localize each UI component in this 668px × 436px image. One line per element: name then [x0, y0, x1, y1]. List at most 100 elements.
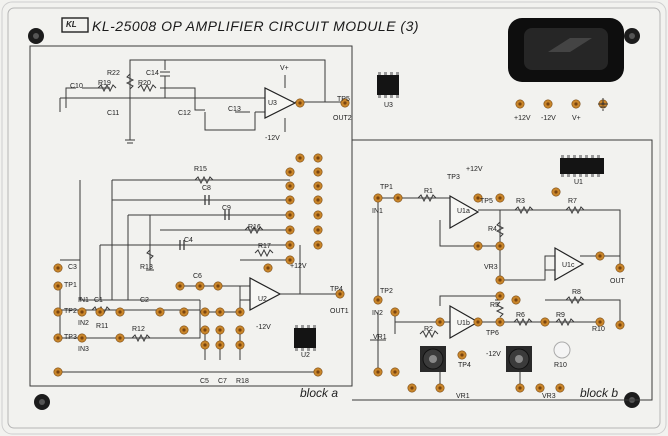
label-out1: OUT1: [330, 308, 349, 315]
test-jack[interactable]: [95, 307, 105, 317]
test-jack[interactable]: [285, 210, 295, 220]
resistor-r22: [125, 73, 135, 90]
test-jack[interactable]: [285, 225, 295, 235]
test-jack[interactable]: [435, 317, 445, 327]
test-jack[interactable]: [53, 333, 63, 343]
test-jack[interactable]: [313, 153, 323, 163]
resistor-r19: [97, 83, 117, 93]
test-jack[interactable]: [215, 307, 225, 317]
test-jack[interactable]: [295, 98, 305, 108]
label-r10-knob: R10: [554, 362, 567, 369]
test-jack[interactable]: [200, 307, 210, 317]
label-tp5b: TP5: [480, 198, 493, 205]
test-jack[interactable]: [373, 295, 383, 305]
test-jack[interactable]: [155, 307, 165, 317]
test-jack[interactable]: [495, 317, 505, 327]
test-jack[interactable]: [313, 167, 323, 177]
test-jack[interactable]: [200, 340, 210, 350]
test-jack[interactable]: [313, 367, 323, 377]
test-jack[interactable]: [335, 289, 345, 299]
test-jack[interactable]: [340, 98, 350, 108]
label-m12v: -12V: [541, 115, 556, 122]
test-jack[interactable]: [390, 307, 400, 317]
test-jack[interactable]: [495, 241, 505, 251]
test-jack[interactable]: [235, 340, 245, 350]
corner-screw-tl: [28, 28, 44, 44]
test-jack[interactable]: [495, 275, 505, 285]
opamp-u3: [264, 87, 297, 119]
test-jack[interactable]: [473, 193, 483, 203]
test-jack[interactable]: [313, 181, 323, 191]
test-jack[interactable]: [435, 383, 445, 393]
test-jack[interactable]: [285, 167, 295, 177]
test-jack[interactable]: [535, 383, 545, 393]
test-jack[interactable]: [407, 383, 417, 393]
test-jack[interactable]: [555, 383, 565, 393]
test-jack[interactable]: [373, 193, 383, 203]
test-jack[interactable]: [571, 99, 581, 109]
test-jack[interactable]: [213, 281, 223, 291]
test-jack[interactable]: [285, 240, 295, 250]
label-c12: C12: [178, 110, 191, 117]
test-jack[interactable]: [53, 307, 63, 317]
test-jack[interactable]: [313, 195, 323, 205]
test-jack[interactable]: [285, 181, 295, 191]
label-tp4: TP4: [330, 286, 343, 293]
test-jack[interactable]: [77, 307, 87, 317]
test-jack[interactable]: [295, 153, 305, 163]
test-jack[interactable]: [235, 307, 245, 317]
test-jack[interactable]: [115, 333, 125, 343]
test-jack[interactable]: [215, 325, 225, 335]
test-jack[interactable]: [53, 281, 63, 291]
test-jack[interactable]: [515, 99, 525, 109]
label-tp5-top: TP5: [337, 96, 350, 103]
test-jack[interactable]: [393, 193, 403, 203]
test-jack[interactable]: [473, 317, 483, 327]
chip-u2: [294, 325, 316, 351]
test-jack[interactable]: [373, 367, 383, 377]
label-in3: IN3: [78, 346, 89, 353]
test-jack[interactable]: [200, 325, 210, 335]
test-jack[interactable]: [115, 307, 125, 317]
test-jack[interactable]: [540, 317, 550, 327]
test-jack[interactable]: [53, 367, 63, 377]
test-jack[interactable]: [313, 240, 323, 250]
label-out2: OUT2: [333, 115, 352, 122]
test-jack[interactable]: [313, 225, 323, 235]
test-jack[interactable]: [53, 263, 63, 273]
label-r3: R3: [516, 198, 525, 205]
test-jack[interactable]: [511, 295, 521, 305]
test-jack[interactable]: [543, 99, 553, 109]
test-jack[interactable]: [515, 383, 525, 393]
test-jack[interactable]: [215, 340, 225, 350]
label-tp3: TP3: [64, 334, 77, 341]
corner-screw-bl: [34, 394, 50, 410]
test-jack[interactable]: [77, 333, 87, 343]
test-jack[interactable]: [195, 281, 205, 291]
test-jack[interactable]: [390, 367, 400, 377]
test-jack[interactable]: [595, 317, 605, 327]
r10-trimmer-knob[interactable]: [553, 341, 571, 359]
test-jack[interactable]: [179, 325, 189, 335]
test-jack[interactable]: [495, 193, 505, 203]
test-jack[interactable]: [179, 307, 189, 317]
label-r10: R10: [592, 326, 605, 333]
test-jack[interactable]: [235, 325, 245, 335]
vr1-knob[interactable]: [420, 346, 446, 372]
ground-icon: [598, 98, 608, 111]
test-jack[interactable]: [313, 210, 323, 220]
test-jack[interactable]: [263, 263, 273, 273]
vr3-knob[interactable]: [506, 346, 532, 372]
opamp-u1b: [449, 304, 480, 340]
test-jack[interactable]: [473, 241, 483, 251]
test-jack[interactable]: [285, 255, 295, 265]
test-jack[interactable]: [457, 350, 467, 360]
test-jack[interactable]: [615, 263, 625, 273]
test-jack[interactable]: [285, 195, 295, 205]
test-jack[interactable]: [175, 281, 185, 291]
test-jack[interactable]: [495, 291, 505, 301]
test-jack[interactable]: [615, 320, 625, 330]
label-c3: C3: [68, 264, 77, 271]
test-jack[interactable]: [551, 187, 561, 197]
test-jack[interactable]: [595, 251, 605, 261]
